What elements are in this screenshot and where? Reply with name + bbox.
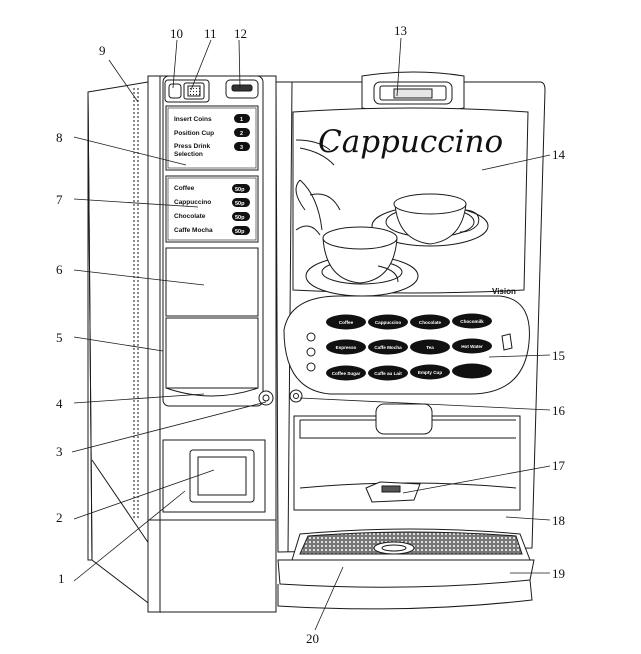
callout-8: 8 xyxy=(56,130,63,145)
cup-compartment xyxy=(293,403,521,511)
callout-3: 3 xyxy=(56,444,63,459)
drink-caffe-mocha: Caffe Mocha xyxy=(174,227,213,234)
instruction-panel xyxy=(165,105,259,171)
door-lock xyxy=(258,390,274,406)
callout-19: 19 xyxy=(552,566,565,581)
instruction-1: Insert Coins xyxy=(174,116,212,123)
button-label-5: Espresso xyxy=(336,345,357,350)
leader-lines xyxy=(71,37,551,631)
callout-20: 20 xyxy=(306,631,319,646)
model-badge: Vision xyxy=(492,287,516,296)
instruction-3-line-2: Selection xyxy=(174,151,203,158)
drink-chocolate: Chocolate xyxy=(174,213,206,220)
callout-2: 2 xyxy=(56,510,63,525)
instruction-steps: Insert Coins 1 Position Cup 2 Press Drin… xyxy=(174,114,250,158)
drink-coffee: Coffee xyxy=(174,185,195,192)
callout-17: 17 xyxy=(552,458,565,473)
instruction-3: Press Drink xyxy=(174,143,211,150)
callout-14: 14 xyxy=(552,147,565,162)
button-label-2: Cappuccino xyxy=(375,320,401,325)
price-caffe-mocha: 50p xyxy=(235,229,245,235)
callout-10: 10 xyxy=(170,26,183,41)
step-2: 2 xyxy=(240,131,243,137)
callout-4: 4 xyxy=(56,396,63,411)
callout-6: 6 xyxy=(56,262,63,277)
button-label-9: Coffee Sugar xyxy=(332,371,361,376)
button-label-4: Chocomilk xyxy=(460,319,484,324)
callout-5: 5 xyxy=(56,330,63,345)
callout-16: 16 xyxy=(552,403,565,418)
price-chocolate: 50p xyxy=(235,215,245,221)
display-housing xyxy=(361,71,465,114)
drink-cappuccino: Cappuccino xyxy=(174,199,211,206)
callout-1: 1 xyxy=(58,571,65,586)
button-label-8: Hot Water xyxy=(461,344,483,349)
callout-13: 13 xyxy=(394,23,407,38)
drip-tray xyxy=(291,528,531,561)
callout-12: 12 xyxy=(234,26,247,41)
selection-buttons: Coffee Cappuccino Chocolate Chocomilk Es… xyxy=(326,313,492,381)
callout-9: 9 xyxy=(99,43,106,58)
step-3: 3 xyxy=(240,145,243,151)
graphic-window xyxy=(292,107,529,297)
instruction-2: Position Cup xyxy=(174,130,214,137)
button-label-7: Tea xyxy=(426,345,434,350)
callout-18: 18 xyxy=(552,513,565,528)
button-label-1: Coffee xyxy=(339,320,354,325)
button-label-11: Empty Cup xyxy=(418,370,442,375)
brand-name: Cappuccino xyxy=(318,124,503,160)
machine-base xyxy=(277,559,535,610)
callout-11: 11 xyxy=(204,26,217,41)
blank-panel-lower xyxy=(165,317,259,389)
price-coffee: 50p xyxy=(235,187,245,193)
coin-acceptor xyxy=(164,79,259,103)
callout-7: 7 xyxy=(56,192,63,207)
price-list: Coffee 50p Cappuccino 50p Chocolate 50p … xyxy=(174,184,250,235)
price-cappuccino: 50p xyxy=(235,201,245,207)
button-label-10: Caffe au Lait xyxy=(374,371,402,376)
step-1: 1 xyxy=(240,117,243,123)
callout-15: 15 xyxy=(552,348,565,363)
button-label-6: Caffe Mocha xyxy=(374,345,402,350)
button-label-3: Chocolate xyxy=(419,320,442,325)
coin-return xyxy=(162,439,266,513)
front-lock xyxy=(289,389,303,403)
